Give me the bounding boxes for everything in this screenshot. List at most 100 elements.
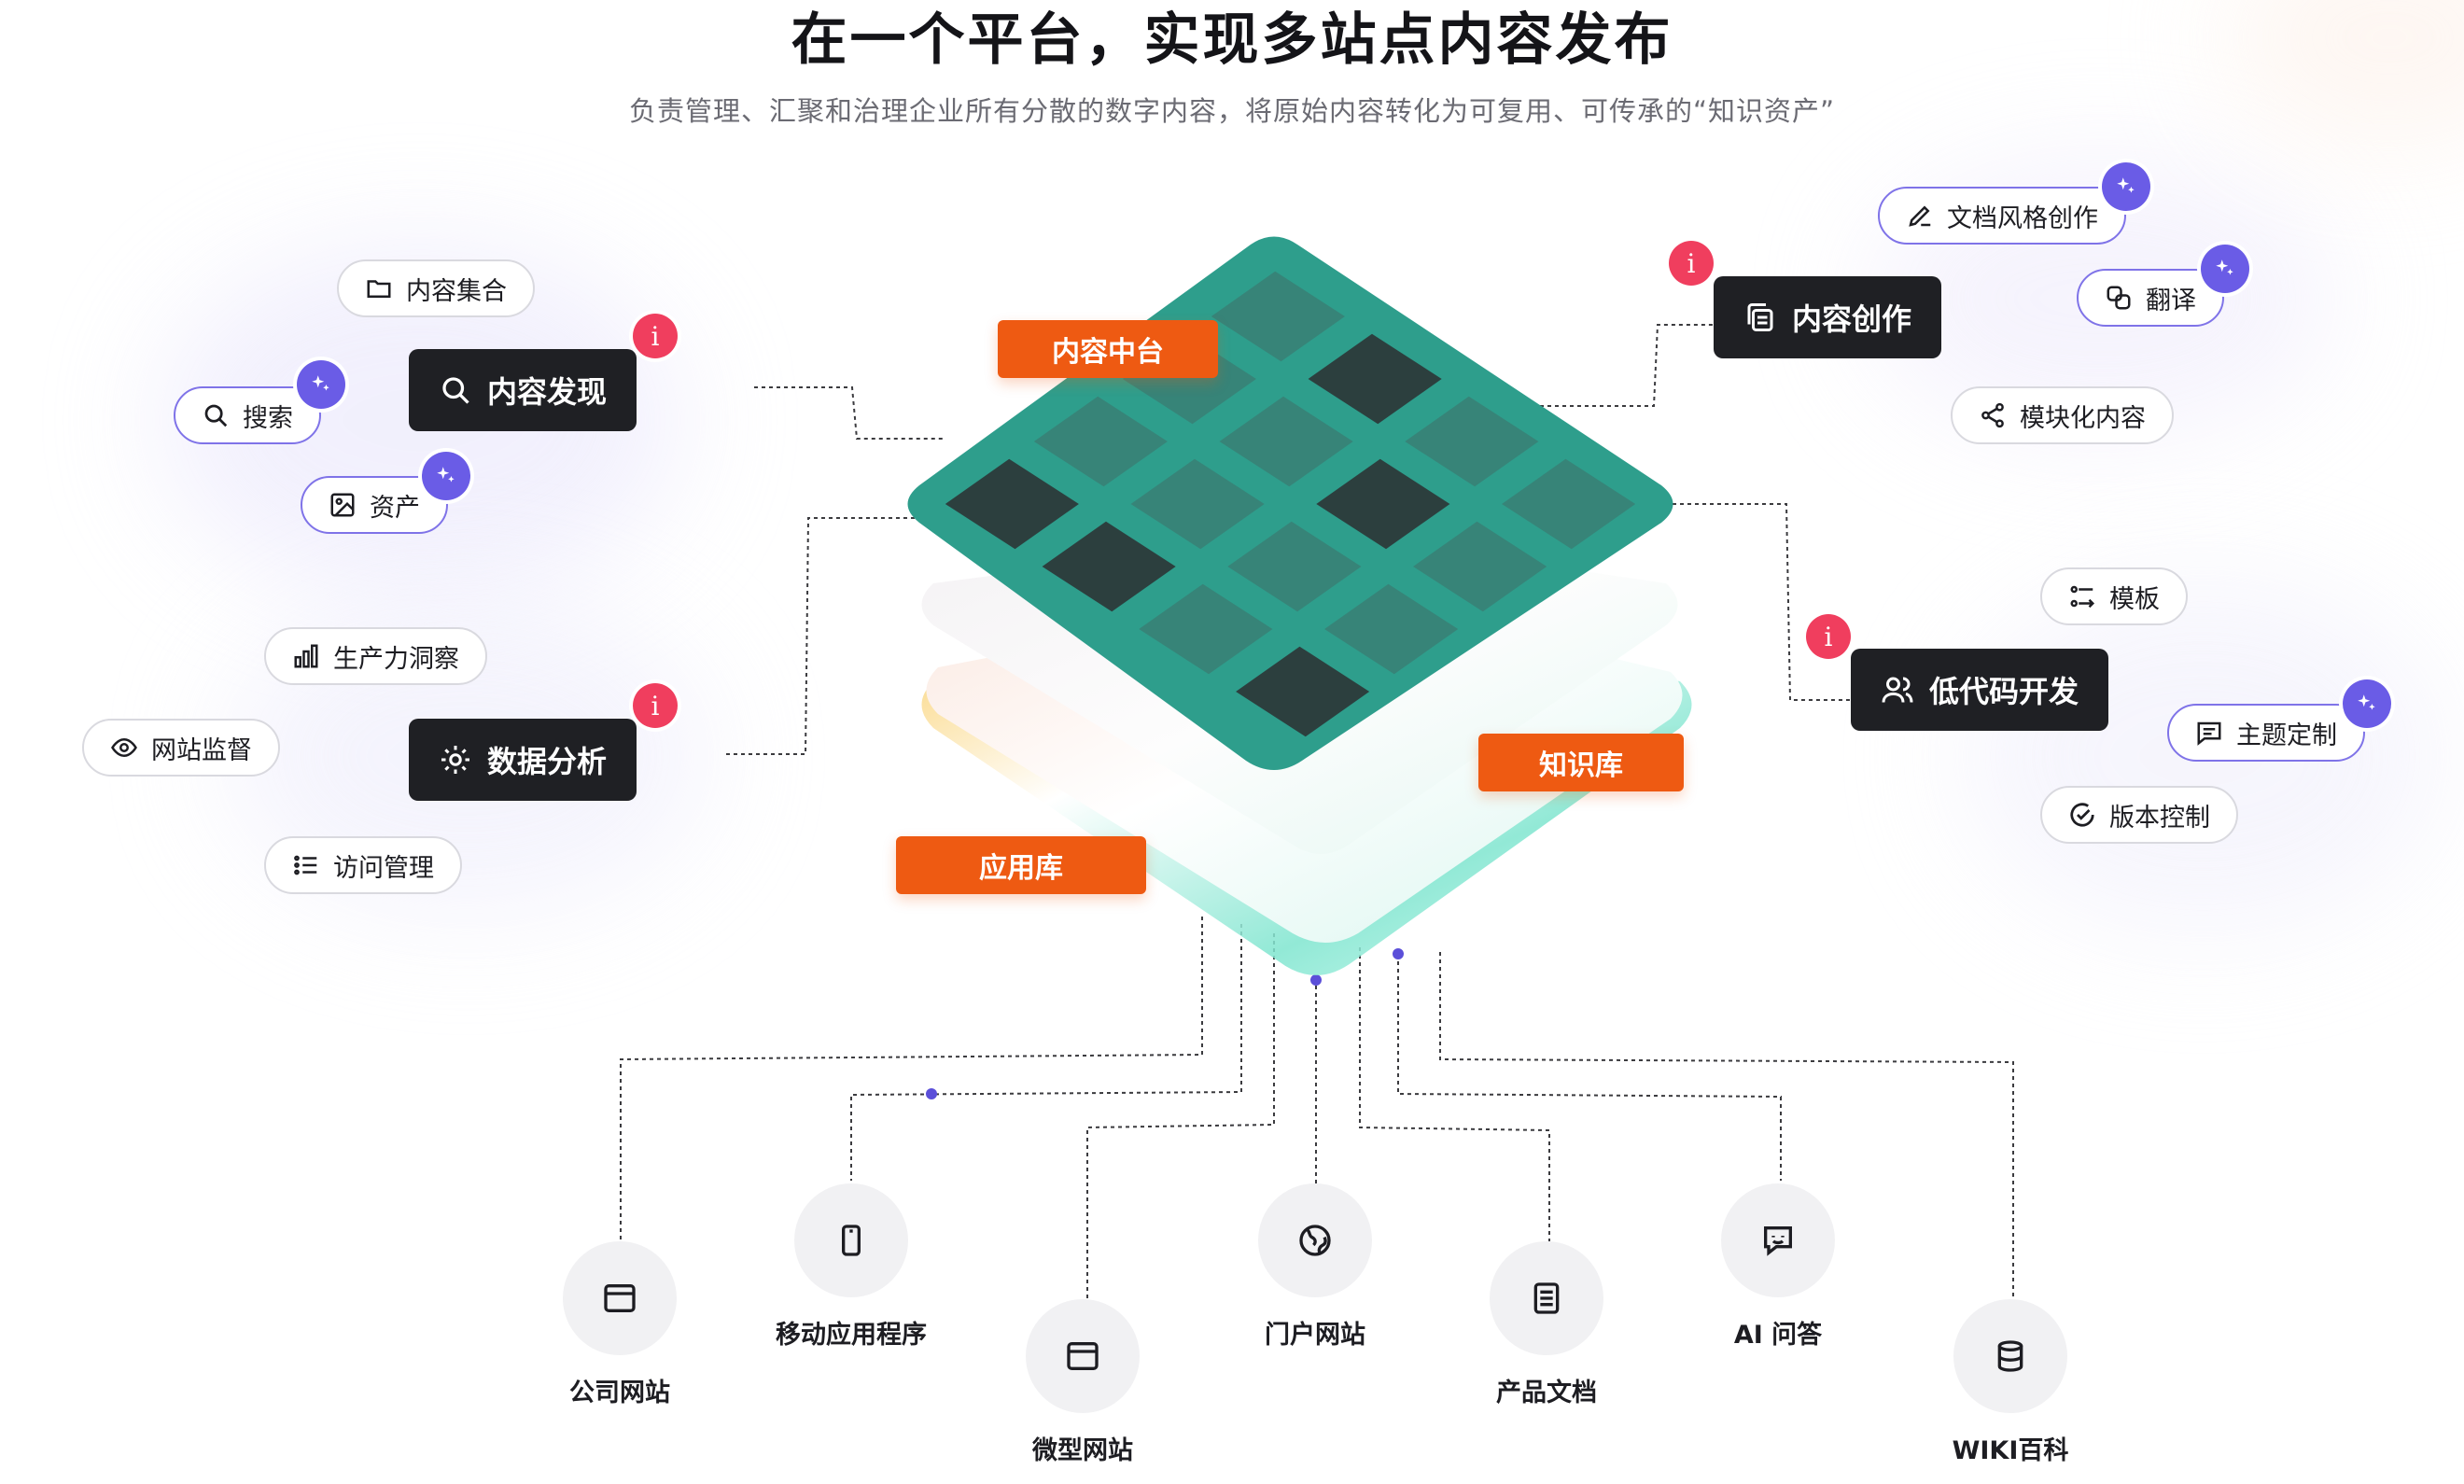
node-company-website[interactable] [563, 1241, 677, 1355]
list-icon [294, 855, 317, 875]
hub-low-code-dev[interactable]: 低代码开发 [1851, 649, 2109, 731]
sparkle-icon [422, 452, 470, 500]
pill-version-control[interactable]: 版本控制 [2040, 786, 2238, 844]
page-title: 在一个平台，实现多站点内容发布 [791, 7, 1673, 73]
pill-translation[interactable]: 翻译 [2077, 269, 2224, 327]
tag-app-library: 应用库 [896, 836, 1146, 894]
grid-cell [1236, 646, 1370, 737]
bar-chart-icon [294, 644, 318, 668]
pill-content-collection[interactable]: 内容集合 [337, 259, 535, 317]
grid-cell [1033, 396, 1168, 487]
search-icon [442, 377, 469, 404]
info-icon[interactable]: i [633, 314, 678, 358]
grid-cell [1130, 458, 1265, 550]
info-icon[interactable]: i [1806, 614, 1851, 659]
node-microsite[interactable] [1026, 1299, 1140, 1413]
pill-label: 搜索 [243, 403, 293, 433]
pill-theme-customization[interactable]: 主题定制 [2167, 704, 2365, 762]
check-circle-icon [2070, 803, 2094, 827]
node-label: 微型网站 [1032, 1436, 1133, 1465]
pill-access-management[interactable]: 访问管理 [264, 836, 462, 894]
pill-site-monitoring[interactable]: 网站监督 [82, 719, 280, 777]
hub-label: 内容创作 [1792, 301, 1912, 337]
pill-productivity-insights[interactable]: 生产力洞察 [264, 627, 487, 685]
pill-label: 主题定制 [2236, 721, 2337, 750]
grid-cells [945, 271, 1636, 737]
grid-cell [1324, 583, 1459, 675]
document-icon [1533, 1282, 1560, 1314]
translate-icon [2107, 286, 2131, 310]
grid-cell [1308, 333, 1442, 425]
node-label: WIKI百科 [1952, 1436, 2069, 1465]
pill-templates[interactable]: 模板 [2040, 567, 2188, 625]
hub-label: 低代码开发 [1929, 674, 2079, 709]
hub-label: 数据分析 [487, 744, 608, 779]
connector-dot [1310, 974, 1322, 986]
info-icon[interactable]: i [633, 683, 678, 728]
browser-icon [604, 1284, 636, 1312]
share-icon [1981, 402, 2004, 428]
search-icon [204, 404, 228, 427]
grid-cell [1139, 583, 1273, 675]
connector-dot [926, 1088, 937, 1099]
grid-cell [1413, 521, 1547, 612]
pill-label: 翻译 [2146, 286, 2196, 315]
sparkle-icon [2102, 162, 2150, 211]
node-product-docs[interactable] [1490, 1241, 1603, 1355]
node-mobile-app[interactable] [794, 1183, 908, 1297]
image-icon [330, 493, 355, 517]
connector-dot [1393, 948, 1404, 959]
message-icon [2197, 721, 2221, 746]
pill-label: 资产 [370, 493, 420, 523]
node-label: 公司网站 [569, 1379, 670, 1407]
pill-label: 模板 [2109, 584, 2160, 614]
users-icon [1882, 677, 1913, 703]
info-icon[interactable]: i [1669, 241, 1714, 286]
grid-cell [1042, 521, 1176, 612]
pill-label: 版本控制 [2109, 803, 2210, 833]
tag-content-hub: 内容中台 [998, 320, 1218, 378]
copy-icon [1747, 303, 1773, 331]
node-wiki[interactable] [1953, 1299, 2067, 1413]
pill-doc-style-authoring[interactable]: 文档风格创作 [1878, 187, 2126, 245]
hub-label: 内容发现 [487, 374, 608, 410]
hub-content-creation[interactable]: 内容创作 [1714, 276, 1942, 358]
tag-knowledge-base: 知识库 [1478, 734, 1684, 791]
pill-modular-content[interactable]: 模块化内容 [1951, 386, 2174, 444]
pill-label: 网站监督 [151, 735, 252, 765]
grid-cell [1219, 396, 1353, 487]
folder-icon [367, 280, 391, 298]
globe-icon [1299, 1225, 1331, 1256]
database-icon [1997, 1340, 2023, 1372]
sparkle-icon [2343, 679, 2391, 728]
grid-cell [1211, 271, 1345, 362]
grid-cell [1502, 458, 1636, 550]
hub-content-discovery[interactable]: 内容发现 [409, 349, 637, 431]
browser-icon [1067, 1342, 1099, 1370]
node-label: 移动应用程序 [776, 1321, 927, 1350]
pill-label: 模块化内容 [2020, 403, 2146, 433]
gear-icon [441, 746, 469, 774]
pill-label: 访问管理 [333, 853, 434, 883]
grid-cell [1405, 396, 1539, 487]
sparkle-icon [297, 360, 345, 409]
phone-icon [842, 1225, 861, 1256]
grid-cell [945, 458, 1079, 550]
pill-label: 生产力洞察 [333, 644, 459, 674]
grid-cell [1316, 458, 1450, 550]
hub-data-analytics[interactable]: 数据分析 [409, 719, 637, 801]
node-label: AI 问答 [1733, 1321, 1823, 1350]
pill-search[interactable]: 搜索 [174, 386, 321, 444]
node-ai-qa[interactable] [1721, 1183, 1835, 1297]
sparkle-icon [2201, 245, 2249, 293]
connector-lines [620, 324, 2014, 1302]
eye-icon [111, 737, 137, 758]
node-label: 门户网站 [1265, 1321, 1365, 1350]
grid-cell [1227, 521, 1362, 612]
node-label: 产品文档 [1496, 1379, 1597, 1407]
template-icon [2070, 585, 2095, 609]
chat-smile-icon [1764, 1226, 1792, 1256]
pill-label: 文档风格创作 [1947, 203, 2098, 233]
node-portal-site[interactable] [1258, 1183, 1372, 1297]
pill-label: 内容集合 [406, 276, 507, 306]
